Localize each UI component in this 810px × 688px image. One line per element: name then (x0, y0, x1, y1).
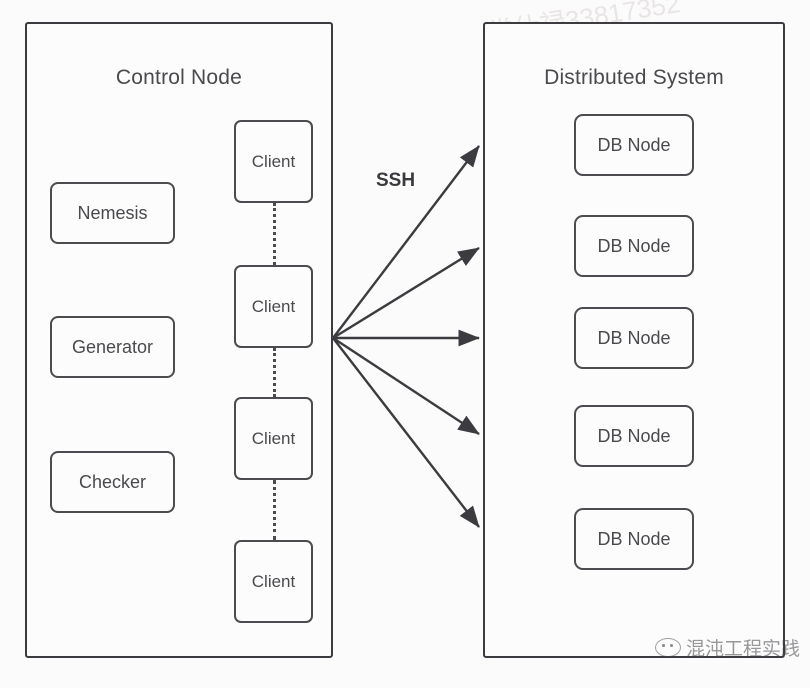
client-box[interactable]: Client (234, 540, 313, 623)
control-node-title: Control Node (115, 66, 243, 89)
client-box[interactable]: Client (234, 265, 313, 348)
client-label: Client (251, 296, 296, 316)
ssh-arrow (332, 336, 480, 436)
component-checker[interactable]: Checker (50, 451, 175, 513)
component-label: Generator (71, 336, 154, 357)
db-node-label: DB Node (597, 235, 671, 256)
ssh-arrow (332, 337, 480, 528)
db-node-box[interactable]: DB Node (574, 114, 694, 176)
db-node-box[interactable]: DB Node (574, 215, 694, 277)
component-label: Checker (78, 471, 147, 492)
client-box[interactable]: Client (234, 120, 313, 203)
client-connector-dotted (273, 348, 276, 397)
db-node-label: DB Node (597, 134, 671, 155)
component-nemesis[interactable]: Nemesis (50, 182, 175, 244)
wechat-account-name: 混沌工程实践 (686, 639, 801, 660)
db-node-label: DB Node (597, 425, 671, 446)
ssh-label: SSH (376, 170, 416, 191)
client-label: Client (251, 428, 296, 448)
db-node-label: DB Node (597, 327, 671, 348)
client-connector-dotted (273, 480, 276, 540)
db-node-box[interactable]: DB Node (574, 508, 694, 570)
client-label: Client (251, 571, 296, 591)
client-box[interactable]: Client (234, 397, 313, 480)
client-connector-dotted (273, 203, 276, 265)
component-generator[interactable]: Generator (50, 316, 175, 378)
client-label: Client (251, 151, 296, 171)
wechat-logo-watermark: 混沌工程实践 (655, 634, 800, 661)
db-node-label: DB Node (597, 528, 671, 549)
db-node-box[interactable]: DB Node (574, 307, 694, 369)
component-label: Nemesis (77, 202, 148, 223)
wechat-icon (655, 638, 681, 657)
distributed-system-title: Distributed System (544, 66, 724, 89)
db-node-box[interactable]: DB Node (574, 405, 694, 467)
ssh-arrow (332, 246, 480, 340)
